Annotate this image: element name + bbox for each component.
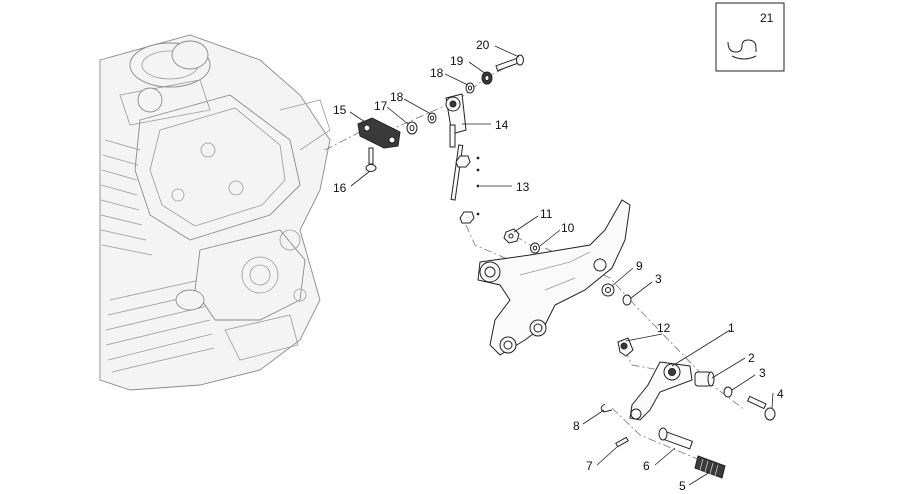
part-6-peg-bolt — [658, 427, 694, 450]
part-3-circlip-upper — [622, 294, 632, 306]
part-15-shift-arm — [357, 117, 401, 149]
label-4: 4 — [777, 387, 784, 401]
engine-illustration — [99, 34, 331, 391]
part-10-washer — [530, 242, 540, 254]
part-17-bushing — [406, 121, 418, 135]
part-labels: 20 19 18 18 17 15 16 14 13 11 10 9 3 12 … — [333, 11, 784, 493]
label-19: 19 — [450, 54, 464, 68]
label-13: 13 — [516, 180, 530, 194]
label-10: 10 — [561, 221, 575, 235]
footrest-bracket — [477, 199, 631, 356]
label-3-lower: 3 — [759, 366, 766, 380]
part-2-bushing — [694, 371, 715, 387]
label-20: 20 — [476, 38, 490, 52]
label-2: 2 — [748, 351, 755, 365]
label-16: 16 — [333, 181, 347, 195]
label-21: 21 — [760, 11, 774, 25]
label-17: 17 — [374, 99, 388, 113]
label-14: 14 — [495, 118, 509, 132]
label-3-upper: 3 — [655, 272, 662, 286]
part-20-bolt — [495, 54, 524, 72]
label-8: 8 — [573, 419, 580, 433]
part-19-bearing — [481, 71, 493, 85]
label-12: 12 — [657, 321, 671, 335]
label-7: 7 — [586, 459, 593, 473]
label-11: 11 — [540, 207, 553, 221]
part-12-ball-joint — [617, 337, 634, 357]
part-3-circlip-lower — [723, 386, 733, 398]
part-14-rod-end — [445, 93, 467, 148]
label-18-upper: 18 — [430, 66, 444, 80]
part-18-washer-middle — [427, 112, 437, 124]
part-9-bushing — [601, 283, 615, 297]
label-6: 6 — [643, 459, 650, 473]
part-7-pin — [615, 436, 629, 448]
part-5-rubber-peg — [694, 455, 726, 479]
label-15: 15 — [333, 103, 347, 117]
part-18-washer-upper — [465, 82, 475, 94]
part-4-pivot-bolt — [746, 395, 776, 421]
label-9: 9 — [636, 259, 643, 273]
part-16-screw — [365, 147, 377, 172]
part-1-gear-lever — [629, 361, 693, 421]
label-18-middle: 18 — [390, 90, 404, 104]
leader-lines — [349, 45, 774, 486]
part-13-rod — [450, 144, 480, 224]
inset-box-21 — [715, 2, 785, 72]
label-5: 5 — [679, 479, 686, 493]
part-11-nut — [503, 228, 520, 244]
label-1: 1 — [728, 321, 735, 335]
